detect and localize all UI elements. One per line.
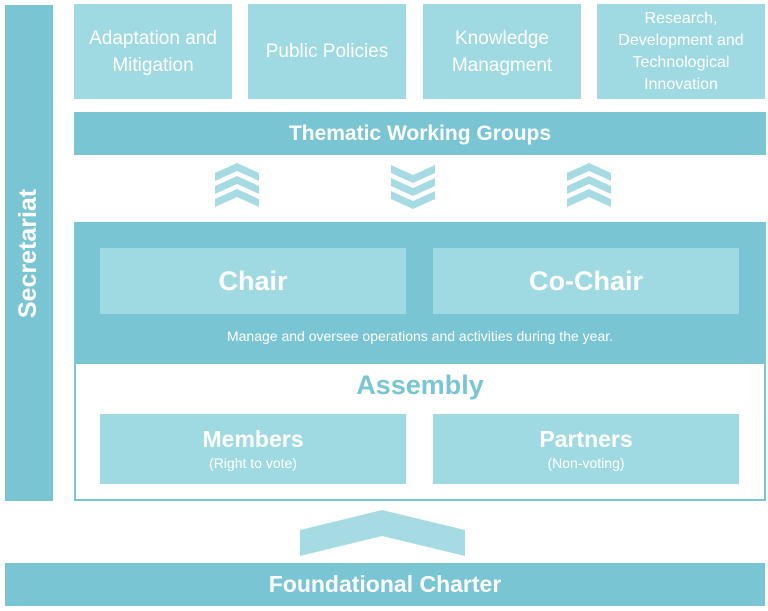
partners-box: Partners (Non-voting) — [433, 414, 739, 484]
members-box: Members (Right to vote) — [100, 414, 406, 484]
members-note: (Right to vote) — [209, 454, 297, 471]
cochair-box: Co-Chair — [433, 248, 739, 314]
leadership-description: Manage and oversee operations and activi… — [226, 328, 614, 344]
chevron-up-icon — [215, 163, 259, 209]
group-label: Knowledge Managment — [451, 27, 553, 76]
group-label: Adaptation and Mitigation — [89, 27, 217, 76]
secretariat-bar: Secretariat — [5, 5, 53, 501]
chair-label: Chair — [218, 265, 288, 296]
secretariat-label: Secretariat — [14, 188, 43, 318]
group-label: Public Policies — [265, 41, 389, 62]
leadership-panel: Chair Co-Chair Manage and oversee operat… — [74, 222, 766, 363]
group-public-policies: Public Policies — [248, 4, 406, 99]
assembly-panel: Assembly Members (Right to vote) Partner… — [74, 362, 766, 501]
partners-note: (Non-voting) — [547, 454, 625, 471]
group-research-development: Research, Development and Technological … — [597, 4, 765, 99]
arrow-up-icon — [300, 510, 465, 556]
group-label: Research, Development and Technological … — [618, 9, 744, 93]
group-adaptation-mitigation: Adaptation and Mitigation — [74, 4, 232, 99]
cochair-label: Co-Chair — [529, 265, 643, 296]
foundational-charter-bar: Foundational Charter — [5, 563, 765, 606]
chair-box: Chair — [100, 248, 406, 314]
group-knowledge-management: Knowledge Managment — [423, 4, 581, 99]
charter-label: Foundational Charter — [268, 571, 502, 597]
thematic-working-groups-bar: Thematic Working Groups — [74, 112, 766, 155]
chevron-up-icon — [567, 163, 611, 209]
members-title: Members — [202, 425, 304, 452]
thematic-label: Thematic Working Groups — [288, 121, 552, 145]
chevron-down-icon — [391, 163, 435, 209]
partners-title: Partners — [539, 425, 633, 452]
assembly-title: Assembly — [356, 370, 484, 400]
